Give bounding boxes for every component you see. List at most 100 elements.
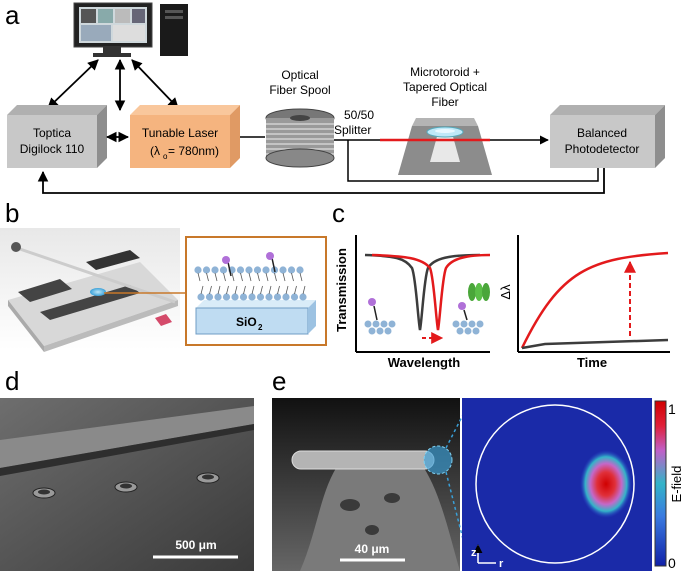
- e-colorbar-label: E-field: [669, 466, 684, 503]
- c-shift-curve-baseline: [521, 338, 669, 350]
- arrow-computer-toptica: [47, 59, 99, 109]
- lipid-tail: [200, 285, 204, 295]
- toroid-label-3: Fiber: [431, 95, 458, 109]
- lipid-tail: [302, 285, 306, 295]
- arrow-computer-laser: [131, 59, 179, 109]
- sem-microtoroids: [32, 472, 220, 499]
- c-right-ylabel: Δλ: [498, 284, 513, 300]
- lipid-tail: [217, 285, 221, 295]
- e-colorbar-max: 1: [668, 401, 676, 417]
- c-shift-curve-binding: [520, 251, 669, 349]
- lipid-head: [214, 293, 222, 301]
- lipid-head: [202, 266, 211, 274]
- lipid-tail: [251, 285, 255, 295]
- e-colorbar: [654, 400, 667, 567]
- e-axis-r-label: r: [499, 558, 504, 570]
- lipid-tail: [260, 285, 263, 295]
- lipid-tail: [214, 272, 218, 282]
- lipid-tail: [282, 272, 286, 282]
- detector-label-1: Balanced: [577, 126, 627, 140]
- laser-label-lambda: (λ: [150, 144, 160, 158]
- laser-label-value: = 780nm): [168, 144, 219, 158]
- lipid-tail: [223, 272, 226, 282]
- spool-label-1: Optical: [281, 68, 318, 82]
- panel-letter-e: e: [272, 366, 286, 396]
- splitter-label-1: 50/50: [344, 108, 374, 122]
- lipid-tail: [209, 285, 212, 295]
- chip-block-top: [86, 250, 140, 270]
- panel-d: d 500 μm: [0, 366, 254, 571]
- lipid-head: [256, 293, 265, 301]
- detector-label-2: Photodetector: [565, 142, 640, 156]
- chip-pad: [155, 314, 172, 326]
- lipid-head: [236, 266, 245, 274]
- chip-block-left: [18, 279, 72, 302]
- spool-label-2: Fiber Spool: [269, 83, 330, 97]
- lipid-tail: [234, 285, 238, 295]
- lipid-head: [197, 293, 205, 301]
- toptica-label-2: Digilock 110: [20, 142, 85, 156]
- sio2-label: SiO: [236, 315, 257, 329]
- sio2-subscript: 2: [258, 323, 263, 332]
- lipid-tail: [294, 285, 297, 295]
- lipid-tail: [226, 285, 229, 295]
- lipid-head: [211, 266, 219, 274]
- splitter-label-2: Splitter: [334, 123, 371, 137]
- panel-e: e 40 μm z r 1 0 E-field: [272, 366, 684, 571]
- lipid-tail: [299, 272, 303, 282]
- lipid-head: [296, 266, 304, 274]
- lipid-head: [287, 266, 296, 274]
- lipid-tail: [231, 272, 235, 282]
- microtoroid-device: [398, 118, 492, 175]
- lipid-head: [265, 293, 273, 301]
- lipid-tail: [257, 272, 260, 282]
- laser-box: Tunable Laser (λ o = 780nm): [130, 105, 240, 168]
- computer-icon: [73, 2, 188, 57]
- fiber-spool-icon: [265, 108, 335, 168]
- laser-label-sub: o: [163, 152, 168, 161]
- sem-pillar: [300, 462, 460, 571]
- c-dip-before: [364, 253, 481, 331]
- e-scalebar-label: 40 μm: [355, 542, 390, 556]
- lipid-head: [253, 266, 262, 274]
- c-left-ylabel: Transmission: [334, 248, 349, 332]
- laser-label-1: Tunable Laser: [142, 126, 218, 140]
- toptica-label-1: Toptica: [33, 126, 71, 140]
- toroid-label-2: Tapered Optical: [403, 80, 487, 94]
- chip-microtoroid: [90, 288, 106, 296]
- lipid-head: [222, 293, 231, 301]
- lipid-tail: [197, 272, 201, 282]
- lipid-head: [194, 266, 202, 274]
- c-molecule-right: [452, 283, 490, 335]
- lipid-tail: [243, 285, 246, 295]
- e-toroid-crosssection: [475, 404, 635, 564]
- lipid-tail: [268, 285, 272, 295]
- panel-letter-b: b: [5, 198, 19, 228]
- lipid-bilayer: [194, 266, 307, 301]
- panel-letter-c: c: [332, 198, 345, 228]
- sem-waveguide-edge: [0, 424, 254, 476]
- fiber-reference-path: [347, 140, 599, 182]
- e-colorbar-min: 0: [668, 555, 676, 571]
- photodetector-box: Balanced Photodetector: [550, 105, 665, 168]
- lipid-head: [205, 293, 214, 301]
- panel-a: a Toptica Digilock 110: [5, 0, 665, 194]
- lipid-head: [262, 266, 270, 274]
- panel-b: b SiO 2: [0, 198, 327, 352]
- lipid-head: [290, 293, 299, 301]
- lipid-tail: [265, 272, 269, 282]
- lipid-head: [273, 293, 282, 301]
- c-right-xlabel: Time: [577, 355, 607, 370]
- lipid-head: [239, 293, 248, 301]
- panel-letter-a: a: [5, 0, 20, 30]
- lipid-tail: [274, 272, 277, 282]
- lipid-head: [231, 293, 239, 301]
- toptica-box: Toptica Digilock 110: [7, 105, 107, 168]
- lipid-head: [282, 293, 290, 301]
- lipid-head: [299, 293, 307, 301]
- lipid-tail: [248, 272, 252, 282]
- d-scalebar-label: 500 μm: [175, 538, 216, 552]
- receptor-molecules: [222, 252, 276, 277]
- lipid-head: [248, 293, 256, 301]
